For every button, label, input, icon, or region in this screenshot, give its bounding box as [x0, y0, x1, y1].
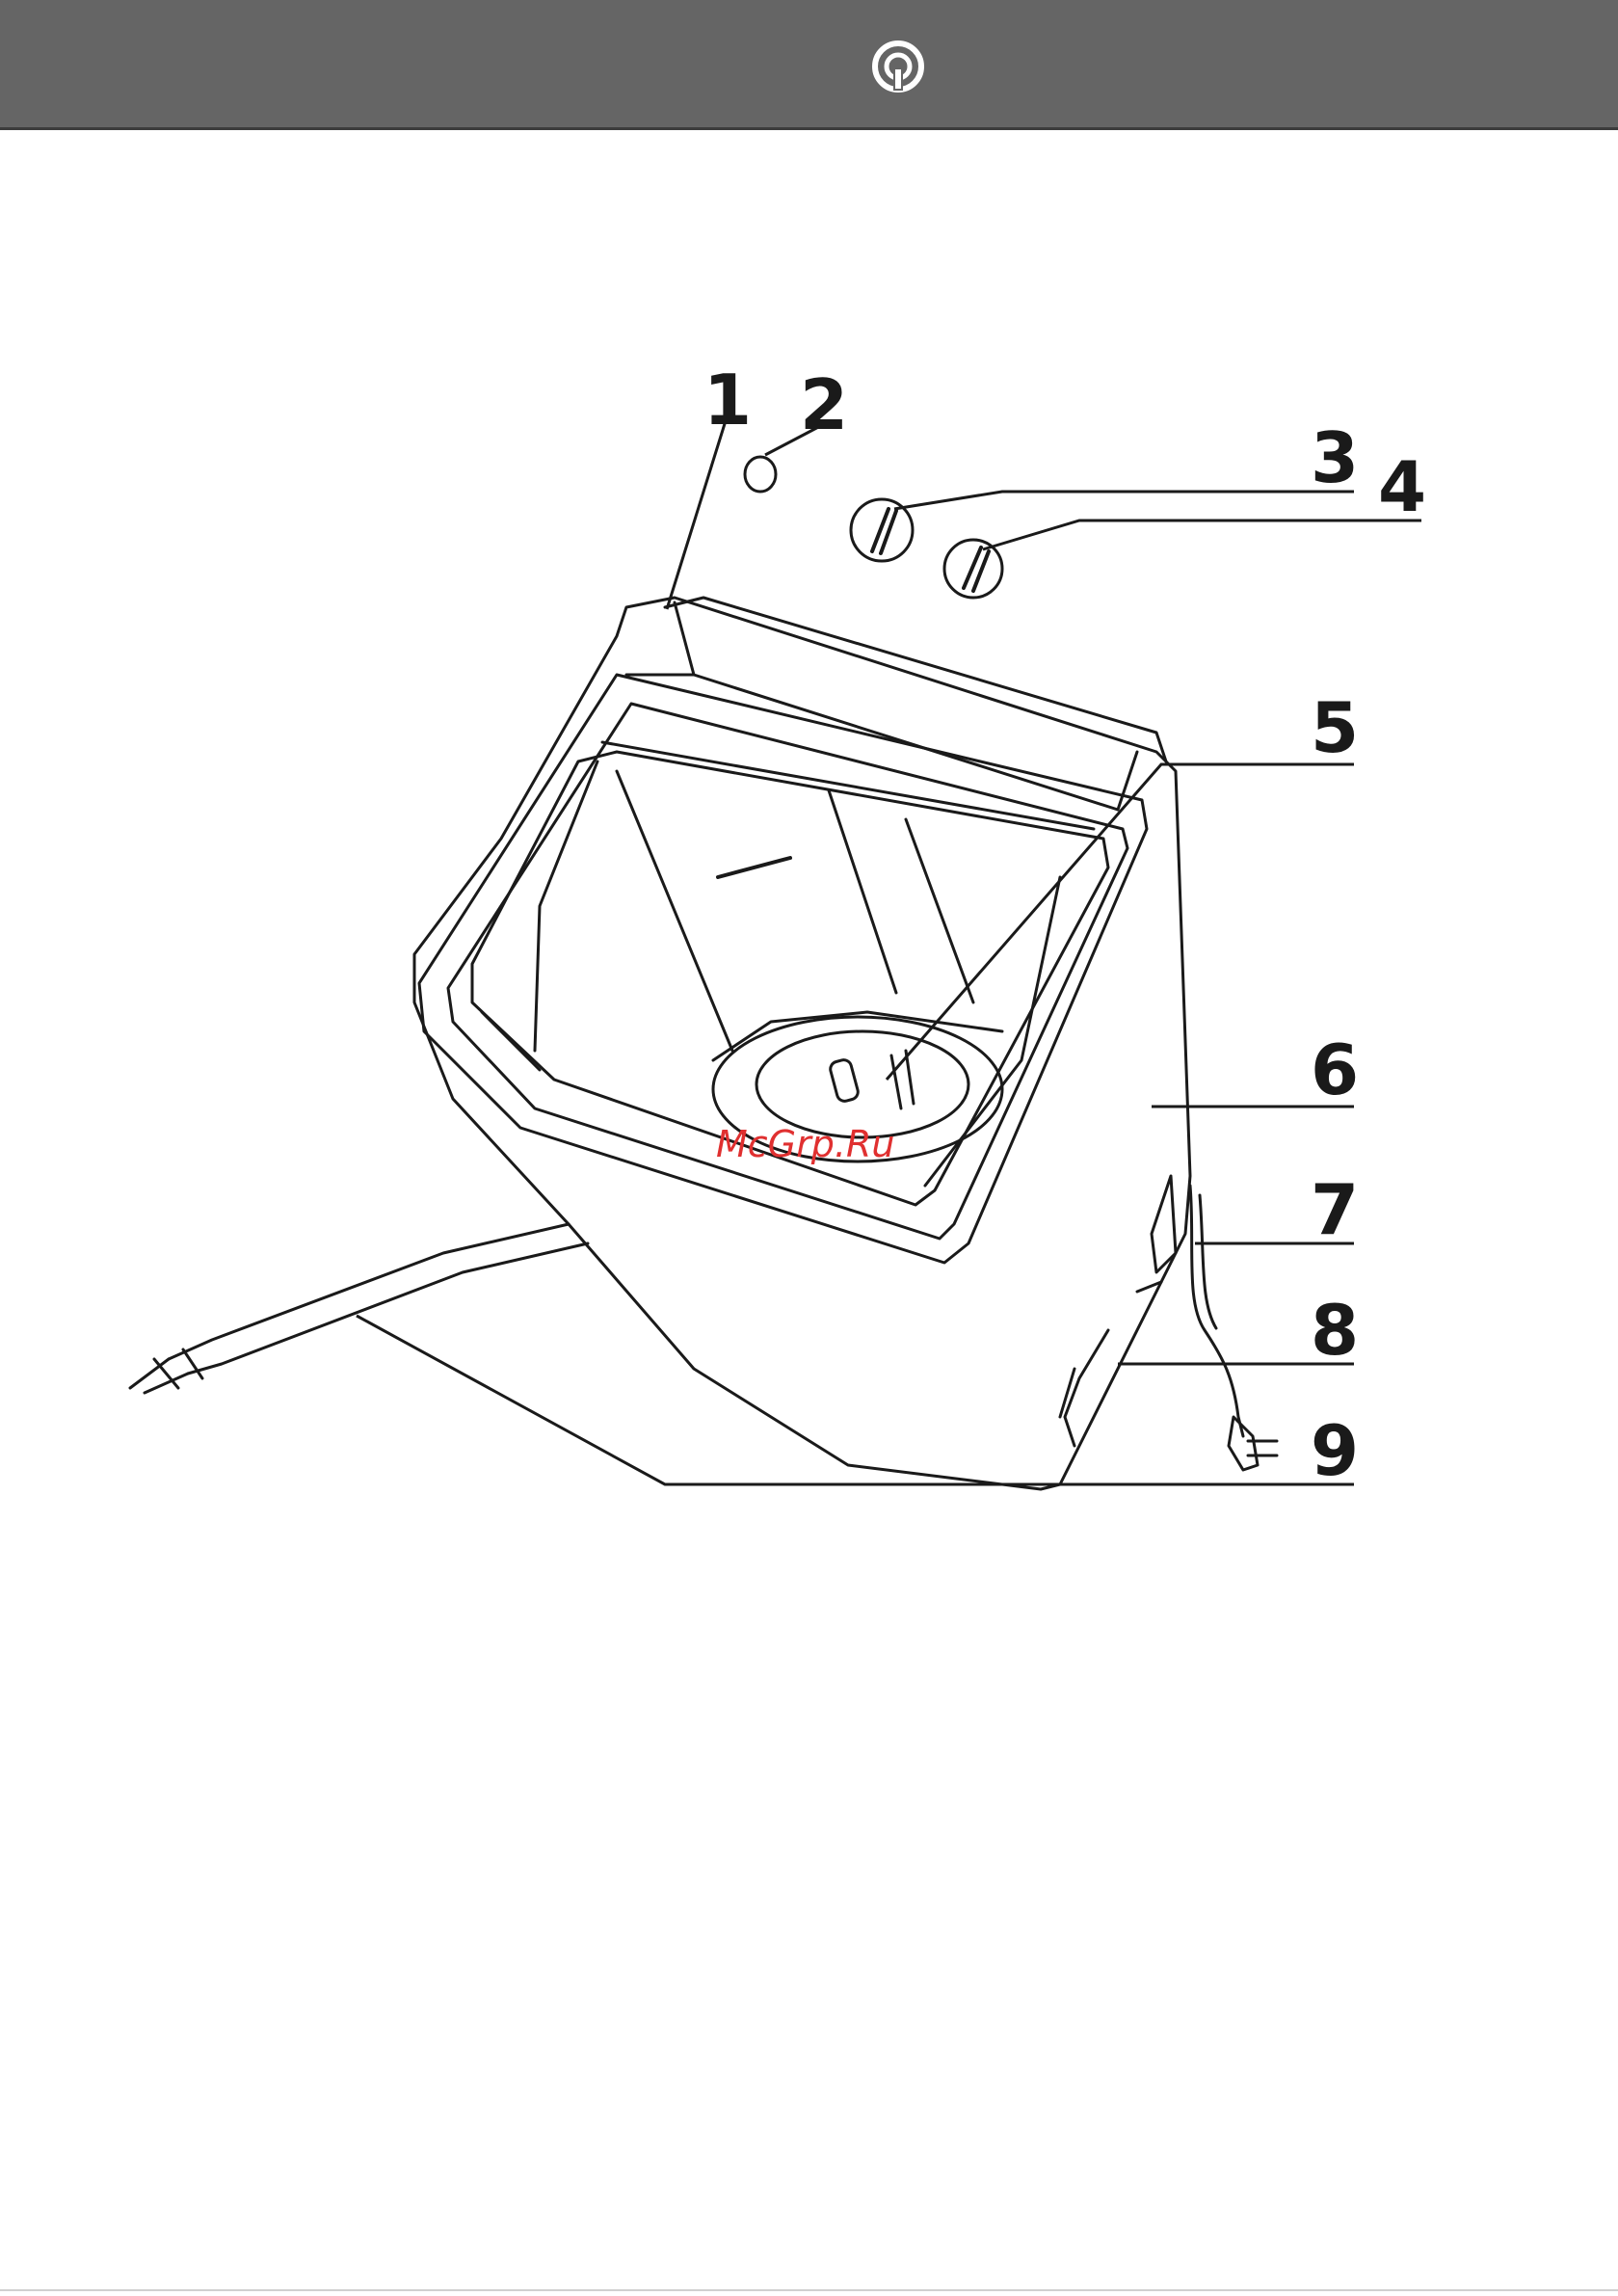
leader-line-4 — [983, 521, 1421, 549]
callout-2: 2 — [800, 364, 848, 445]
leader-line-3 — [894, 492, 1354, 509]
callout-8: 8 — [1311, 1290, 1359, 1371]
watermark-text: McGrp.Ru — [716, 1123, 894, 1165]
callout-3: 3 — [1311, 417, 1359, 498]
callout-6: 6 — [1311, 1029, 1359, 1110]
callout-4: 4 — [1378, 446, 1426, 527]
callout-7: 7 — [1311, 1169, 1359, 1250]
leader-line-9 — [357, 1316, 1354, 1484]
callout-9: 9 — [1311, 1410, 1359, 1491]
bottom-rule — [0, 2289, 1618, 2291]
indicator-light — [745, 457, 776, 492]
callout-5: 5 — [1311, 687, 1359, 768]
tub-rim-outer — [419, 675, 1147, 1263]
power-cord — [1190, 1186, 1243, 1436]
callout-1: 1 — [703, 360, 752, 441]
leader-line-1 — [667, 414, 728, 609]
machine-body-outline — [414, 598, 1190, 1489]
timer-knob-spin — [944, 540, 1002, 598]
drain-hose — [169, 1224, 569, 1359]
